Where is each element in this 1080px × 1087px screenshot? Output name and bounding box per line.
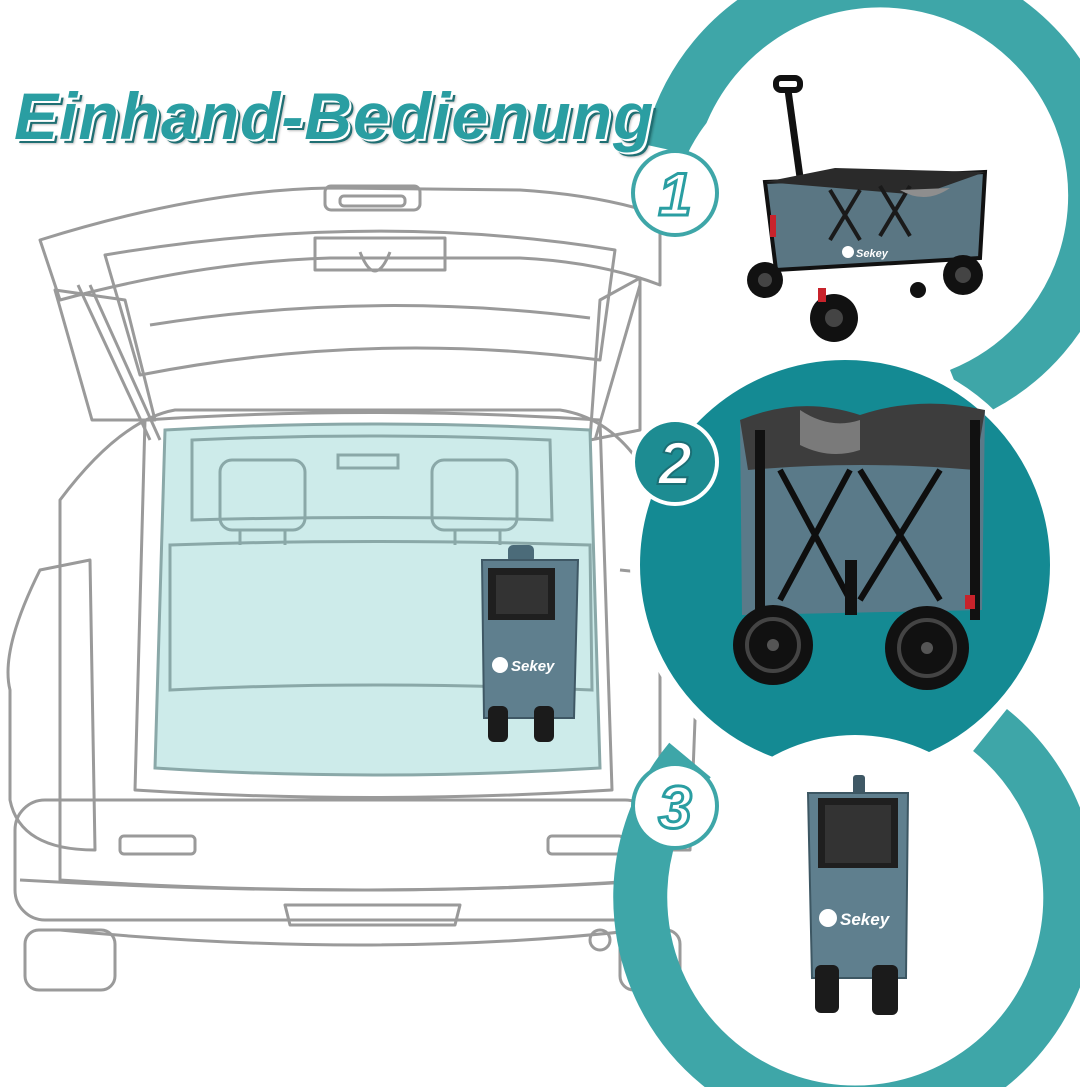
headline-title: Einhand-Bedienung [14,79,655,153]
step-2-number: 2 [657,430,691,497]
wagon-half-folded-image [733,403,985,690]
step-3-badge: 3 [631,762,719,850]
brand-logo-text: Sekey [856,248,889,260]
rear-seats [168,434,594,692]
step-2-badge: 2 [631,418,719,506]
car-rear-outline [6,184,698,992]
step-1-number: 1 [658,161,691,228]
brand-logo-text: Sekey [840,910,891,929]
folded-wagon-in-trunk: Sekey [480,545,580,742]
wagon-folded-image: Sekey [806,775,910,1015]
wagon-open-image: Sekey [747,75,988,342]
brand-logo-text: Sekey [511,658,555,675]
step-3-number: 3 [658,774,691,841]
step-1-badge: 1 [631,149,719,237]
